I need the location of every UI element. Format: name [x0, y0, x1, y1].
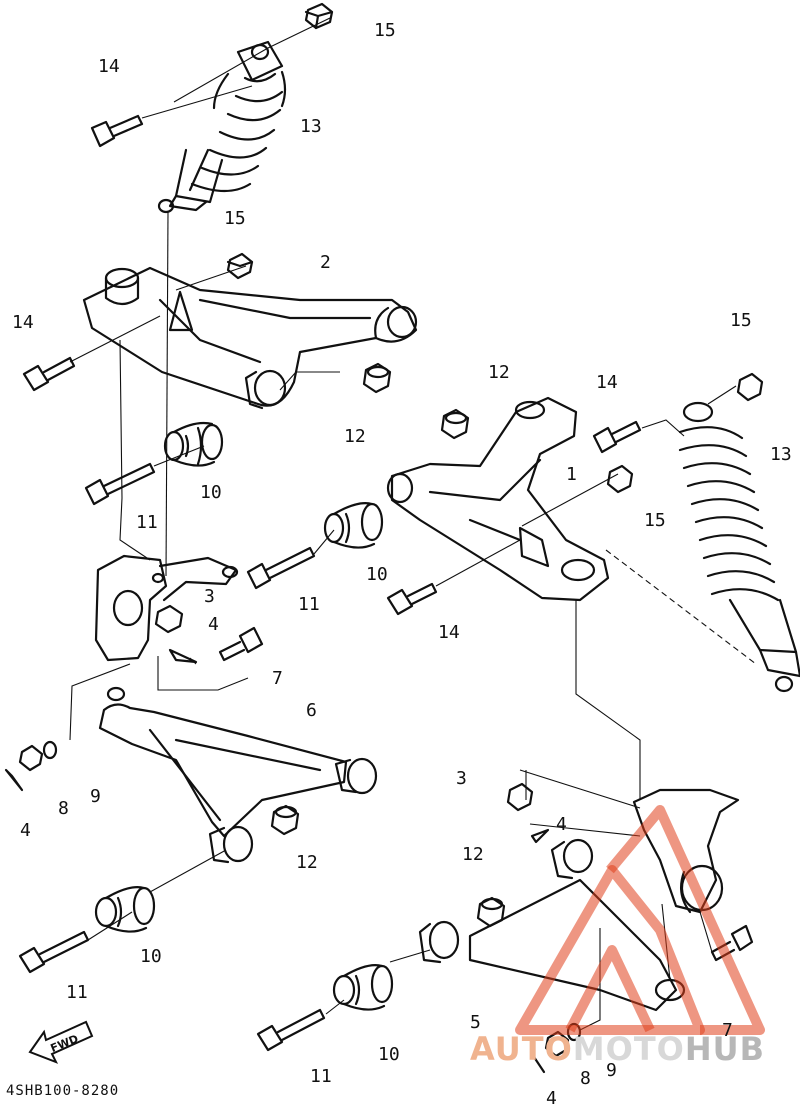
bushing-10-middle	[323, 502, 384, 549]
lower-a-arm-right	[418, 838, 686, 1012]
nut-12-upper	[362, 362, 392, 394]
callout-13-b: 13	[770, 444, 792, 465]
callout-13-a: 13	[300, 116, 322, 137]
callout-9-b: 9	[606, 1060, 617, 1081]
callout-12-e: 12	[462, 844, 484, 865]
nut-15-right-shock	[736, 372, 764, 402]
lower-a-arm-left	[98, 686, 378, 864]
callout-10-d: 10	[378, 1044, 400, 1065]
callout-8-a: 8	[58, 798, 69, 819]
bolt-11-bottom	[256, 1008, 326, 1052]
bolt-11-lower-left	[18, 930, 90, 974]
bolt-7-left	[218, 626, 264, 662]
bushing-10-upper	[163, 421, 224, 467]
washer-9-left	[42, 740, 58, 760]
callout-6: 6	[306, 700, 317, 721]
callout-4-a: 4	[208, 614, 219, 635]
watermark-hub: HUB	[684, 1030, 766, 1068]
bushing-10-bottom	[332, 964, 394, 1011]
callout-12-a: 12	[488, 362, 510, 383]
callout-10-a: 10	[200, 482, 222, 503]
callout-15-d: 15	[644, 510, 666, 531]
watermark-moto: MOTO	[572, 1030, 685, 1068]
nut-3-right	[506, 782, 534, 812]
bolt-11-middle	[246, 546, 316, 590]
cotter-pin-4-right	[530, 828, 550, 844]
callout-5: 5	[470, 1012, 481, 1033]
callout-3-a: 3	[204, 586, 215, 607]
callout-10-b: 10	[366, 564, 388, 585]
callout-4-b: 4	[20, 820, 31, 841]
nut-12-right	[440, 408, 470, 440]
nut-8-left	[18, 744, 44, 772]
callout-4-c: 4	[556, 814, 567, 835]
callout-10-c: 10	[140, 946, 162, 967]
callout-1: 1	[566, 464, 577, 485]
watermark-logo	[515, 805, 765, 1035]
callout-14-a: 14	[98, 56, 120, 77]
callout-14-b: 14	[12, 312, 34, 333]
nut-15-upper	[226, 252, 254, 280]
watermark-auto: AUTO	[470, 1030, 573, 1068]
upper-a-arm-left	[82, 266, 418, 410]
nut-15-top	[304, 2, 334, 30]
callout-4-d: 4	[546, 1088, 557, 1109]
callout-2: 2	[320, 252, 331, 273]
callout-11-a: 11	[136, 512, 158, 533]
callout-15-a: 15	[374, 20, 396, 41]
callout-3-b: 3	[456, 768, 467, 789]
callout-14-c: 14	[596, 372, 618, 393]
drawing-code: 4SHB100-8280	[6, 1083, 120, 1099]
callout-11-b: 11	[298, 594, 320, 615]
watermark-text: AUTOMOTOHUB	[470, 1030, 765, 1068]
shock-absorber-right	[678, 401, 800, 693]
fwd-label: FWD	[49, 1032, 81, 1055]
callout-12-b: 12	[344, 426, 366, 447]
bolt-14-right-shock	[592, 420, 642, 454]
nut-12-left	[270, 804, 300, 836]
callout-7-a: 7	[272, 668, 283, 689]
callout-14-d: 14	[438, 622, 460, 643]
bushing-10-lower-left	[94, 886, 156, 933]
steering-knuckle-left	[94, 554, 239, 662]
bolt-11-upper	[84, 462, 156, 506]
callout-9-a: 9	[90, 786, 101, 807]
nut-3-left	[154, 604, 184, 634]
cotter-pin-4-left	[168, 648, 198, 664]
bolt-14-right-arm	[386, 582, 438, 616]
bolt-14-upper-arm	[22, 356, 76, 392]
cotter-pin-4-lower-left	[4, 768, 24, 792]
upper-a-arm-right	[386, 396, 610, 602]
callout-11-c: 11	[66, 982, 88, 1003]
callout-12-d: 12	[296, 852, 318, 873]
leader-lines	[69, 17, 757, 1031]
callout-7-b: 7	[722, 1020, 733, 1041]
cotter-pin-4-bottom	[530, 1052, 546, 1074]
nut-12-lower-right	[476, 896, 506, 928]
callout-15-b: 15	[224, 208, 246, 229]
shock-absorber-left	[157, 40, 287, 214]
steering-knuckle-right	[632, 788, 740, 914]
callout-8-b: 8	[580, 1068, 591, 1089]
fwd-arrow: FWD	[28, 1020, 94, 1064]
nut-15-right-arm	[606, 464, 634, 494]
callout-11-d: 11	[310, 1066, 332, 1087]
callout-15-c: 15	[730, 310, 752, 331]
bolt-14-top	[90, 114, 144, 148]
